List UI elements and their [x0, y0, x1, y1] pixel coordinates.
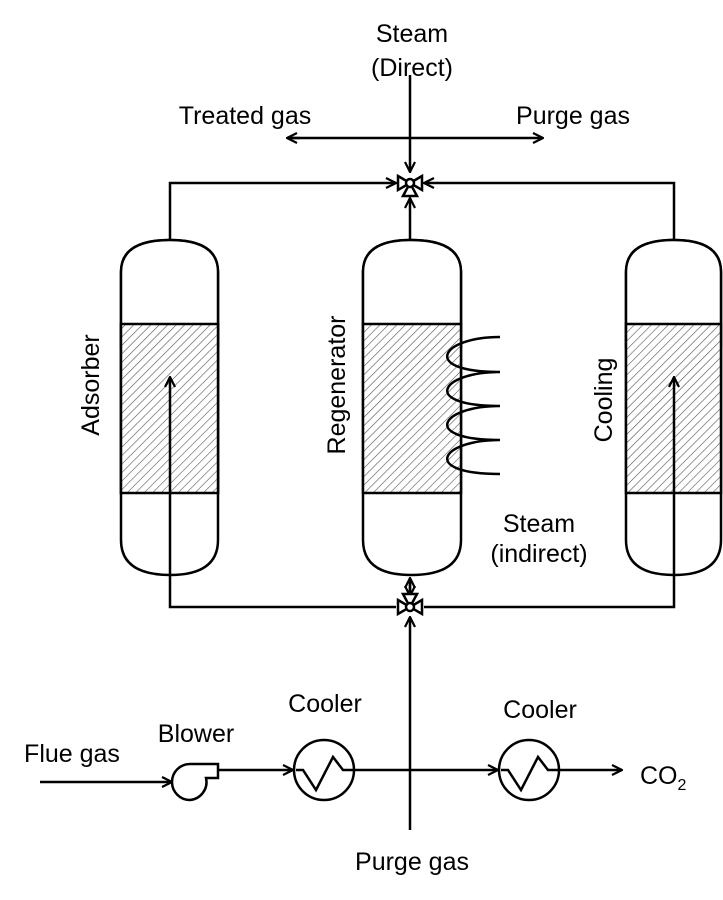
- purge-gas-top-label: Purge gas: [516, 102, 630, 130]
- adsorber-top-line: [168, 183, 396, 240]
- adsorber-bottom-line: [170, 377, 396, 609]
- flue-gas-label: Flue gas: [24, 740, 120, 768]
- steam-indirect-label: Steam: [503, 510, 575, 538]
- blower-icon: [170, 762, 220, 802]
- co2-label: CO2: [640, 762, 687, 794]
- cooling-top-line: [424, 183, 676, 240]
- adsorber-label: Adsorber: [77, 334, 105, 435]
- steam-direct-sublabel: (Direct): [371, 54, 453, 82]
- regenerator-packing: [361, 322, 463, 495]
- cooler-1-icon: [292, 738, 356, 802]
- treated-gas-label: Treated gas: [179, 102, 311, 130]
- steam-heating-coil: [446, 335, 501, 476]
- cooling-bottom-line: [424, 377, 674, 609]
- cooler-1-label: Cooler: [288, 690, 362, 718]
- steam-indirect-sublabel: (indirect): [490, 540, 587, 568]
- cooling-label: Cooling: [590, 358, 618, 443]
- bottom-three-way-valve[interactable]: [396, 592, 424, 617]
- regenerator-label: Regenerator: [323, 316, 351, 455]
- cooler-2-label: Cooler: [503, 696, 577, 724]
- cooler-2-icon: [497, 738, 561, 802]
- blower-label: Blower: [158, 720, 234, 748]
- steam-direct-label: Steam: [376, 20, 448, 48]
- top-three-way-valve[interactable]: [396, 173, 424, 198]
- purge-gas-bottom-label: Purge gas: [355, 848, 469, 876]
